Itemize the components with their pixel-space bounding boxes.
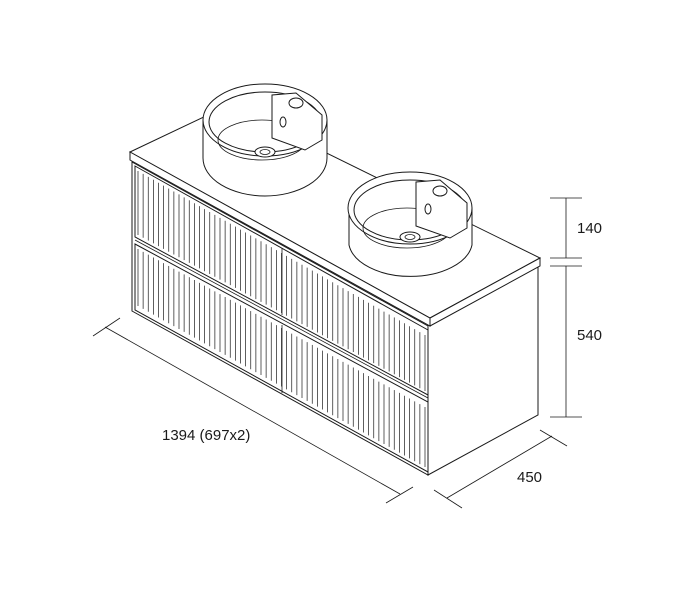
depth-ext-right xyxy=(539,429,568,447)
drawers xyxy=(134,165,429,473)
basin-right-drain xyxy=(399,231,421,243)
drawer-gap-line xyxy=(134,239,429,399)
depth-label: 450 xyxy=(517,469,542,486)
basin-right-tap-block xyxy=(415,179,468,239)
depth-dim-line xyxy=(446,435,553,499)
countertop-side-edge xyxy=(429,257,541,327)
basin-left-tap-hole xyxy=(288,97,304,109)
basin-right-drain-inner xyxy=(404,234,416,240)
width-ext-right xyxy=(385,486,414,504)
width-ext-left xyxy=(92,317,121,337)
cabinet-height-label: 540 xyxy=(577,327,602,344)
basin-left-tap-block xyxy=(271,92,323,151)
basin-height-label: 140 xyxy=(577,220,602,237)
basin-right xyxy=(347,171,473,277)
depth-ext-left xyxy=(433,489,463,509)
basin-left-drain xyxy=(254,146,276,158)
upper-drawer-flutes xyxy=(137,171,426,391)
width-label: 1394 (697x2) xyxy=(162,427,250,444)
basin-right-tap-hole xyxy=(432,185,448,197)
basin-left-drain-inner xyxy=(259,149,271,155)
basin-height-dimension: 140 xyxy=(550,197,602,259)
basin-right-overflow-hole xyxy=(424,203,432,215)
basin-left xyxy=(202,83,328,197)
cabinet-height-dimension: 540 xyxy=(550,265,602,418)
depth-dimension: 450 xyxy=(433,429,568,509)
width-dim-line xyxy=(104,326,401,495)
basin-left-overflow-hole xyxy=(279,116,287,128)
lower-drawer-flutes xyxy=(137,249,426,467)
width-dimension: 1394 (697x2) xyxy=(92,317,414,504)
